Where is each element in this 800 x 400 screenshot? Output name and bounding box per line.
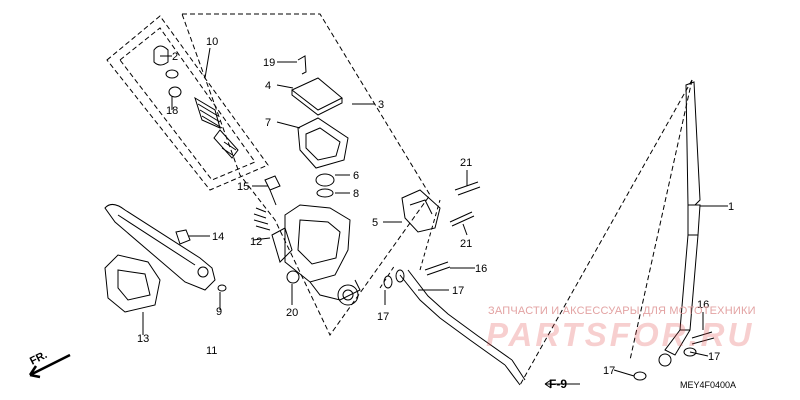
watermark-logo: PARTSFOR.RU [486,316,755,353]
caliper-hose [399,269,526,386]
callout-10: 10 [206,36,218,48]
callout-20: 20 [286,307,298,319]
callout-21-lower: 21 [460,238,472,250]
callout-8: 8 [353,188,359,200]
callout-2: 2 [172,51,178,63]
callout-18: 18 [166,105,178,117]
group-outline-10 [106,15,269,191]
diagram-code: MEY4F0400A [680,380,737,390]
callout-17-a: 17 [452,285,464,297]
callout-17-c: 17 [708,351,720,363]
brake-lever [104,204,216,291]
callout-14: 14 [212,231,224,243]
diaphragm [297,117,349,169]
callout-19: 19 [263,57,275,69]
callout-17-b: 17 [377,311,389,323]
piston-kit [153,45,239,159]
clamp-bracket [401,189,441,233]
callout-6: 6 [353,170,359,182]
callout-11: 11 [206,345,217,357]
callout-7: 7 [265,117,271,129]
callout-1: 1 [728,201,734,213]
reference-marker: F-9 [549,377,567,391]
callout-21-upper: 21 [460,157,472,169]
callout-16-lower: 16 [697,299,709,311]
reservoir-cap [291,55,343,116]
callout-16-upper: 16 [475,263,487,275]
callout-3: 3 [378,99,384,111]
callout-9: 9 [216,306,222,318]
callout-12: 12 [250,236,262,248]
callout-17-d: 17 [603,365,615,377]
watermark-tagline: ЗАПЧАСТИ И АКСЕССУАРЫ ДЛЯ МОТОТЕХНИКИ [488,305,756,317]
brake-hose [658,81,701,367]
callout-4: 4 [265,80,271,92]
callout-15: 15 [237,181,249,193]
callout-13: 13 [137,333,149,345]
group-outline-3 [181,13,431,336]
master-cylinder-body [271,204,361,306]
callout-5: 5 [372,217,378,229]
lever-cover [104,254,161,313]
